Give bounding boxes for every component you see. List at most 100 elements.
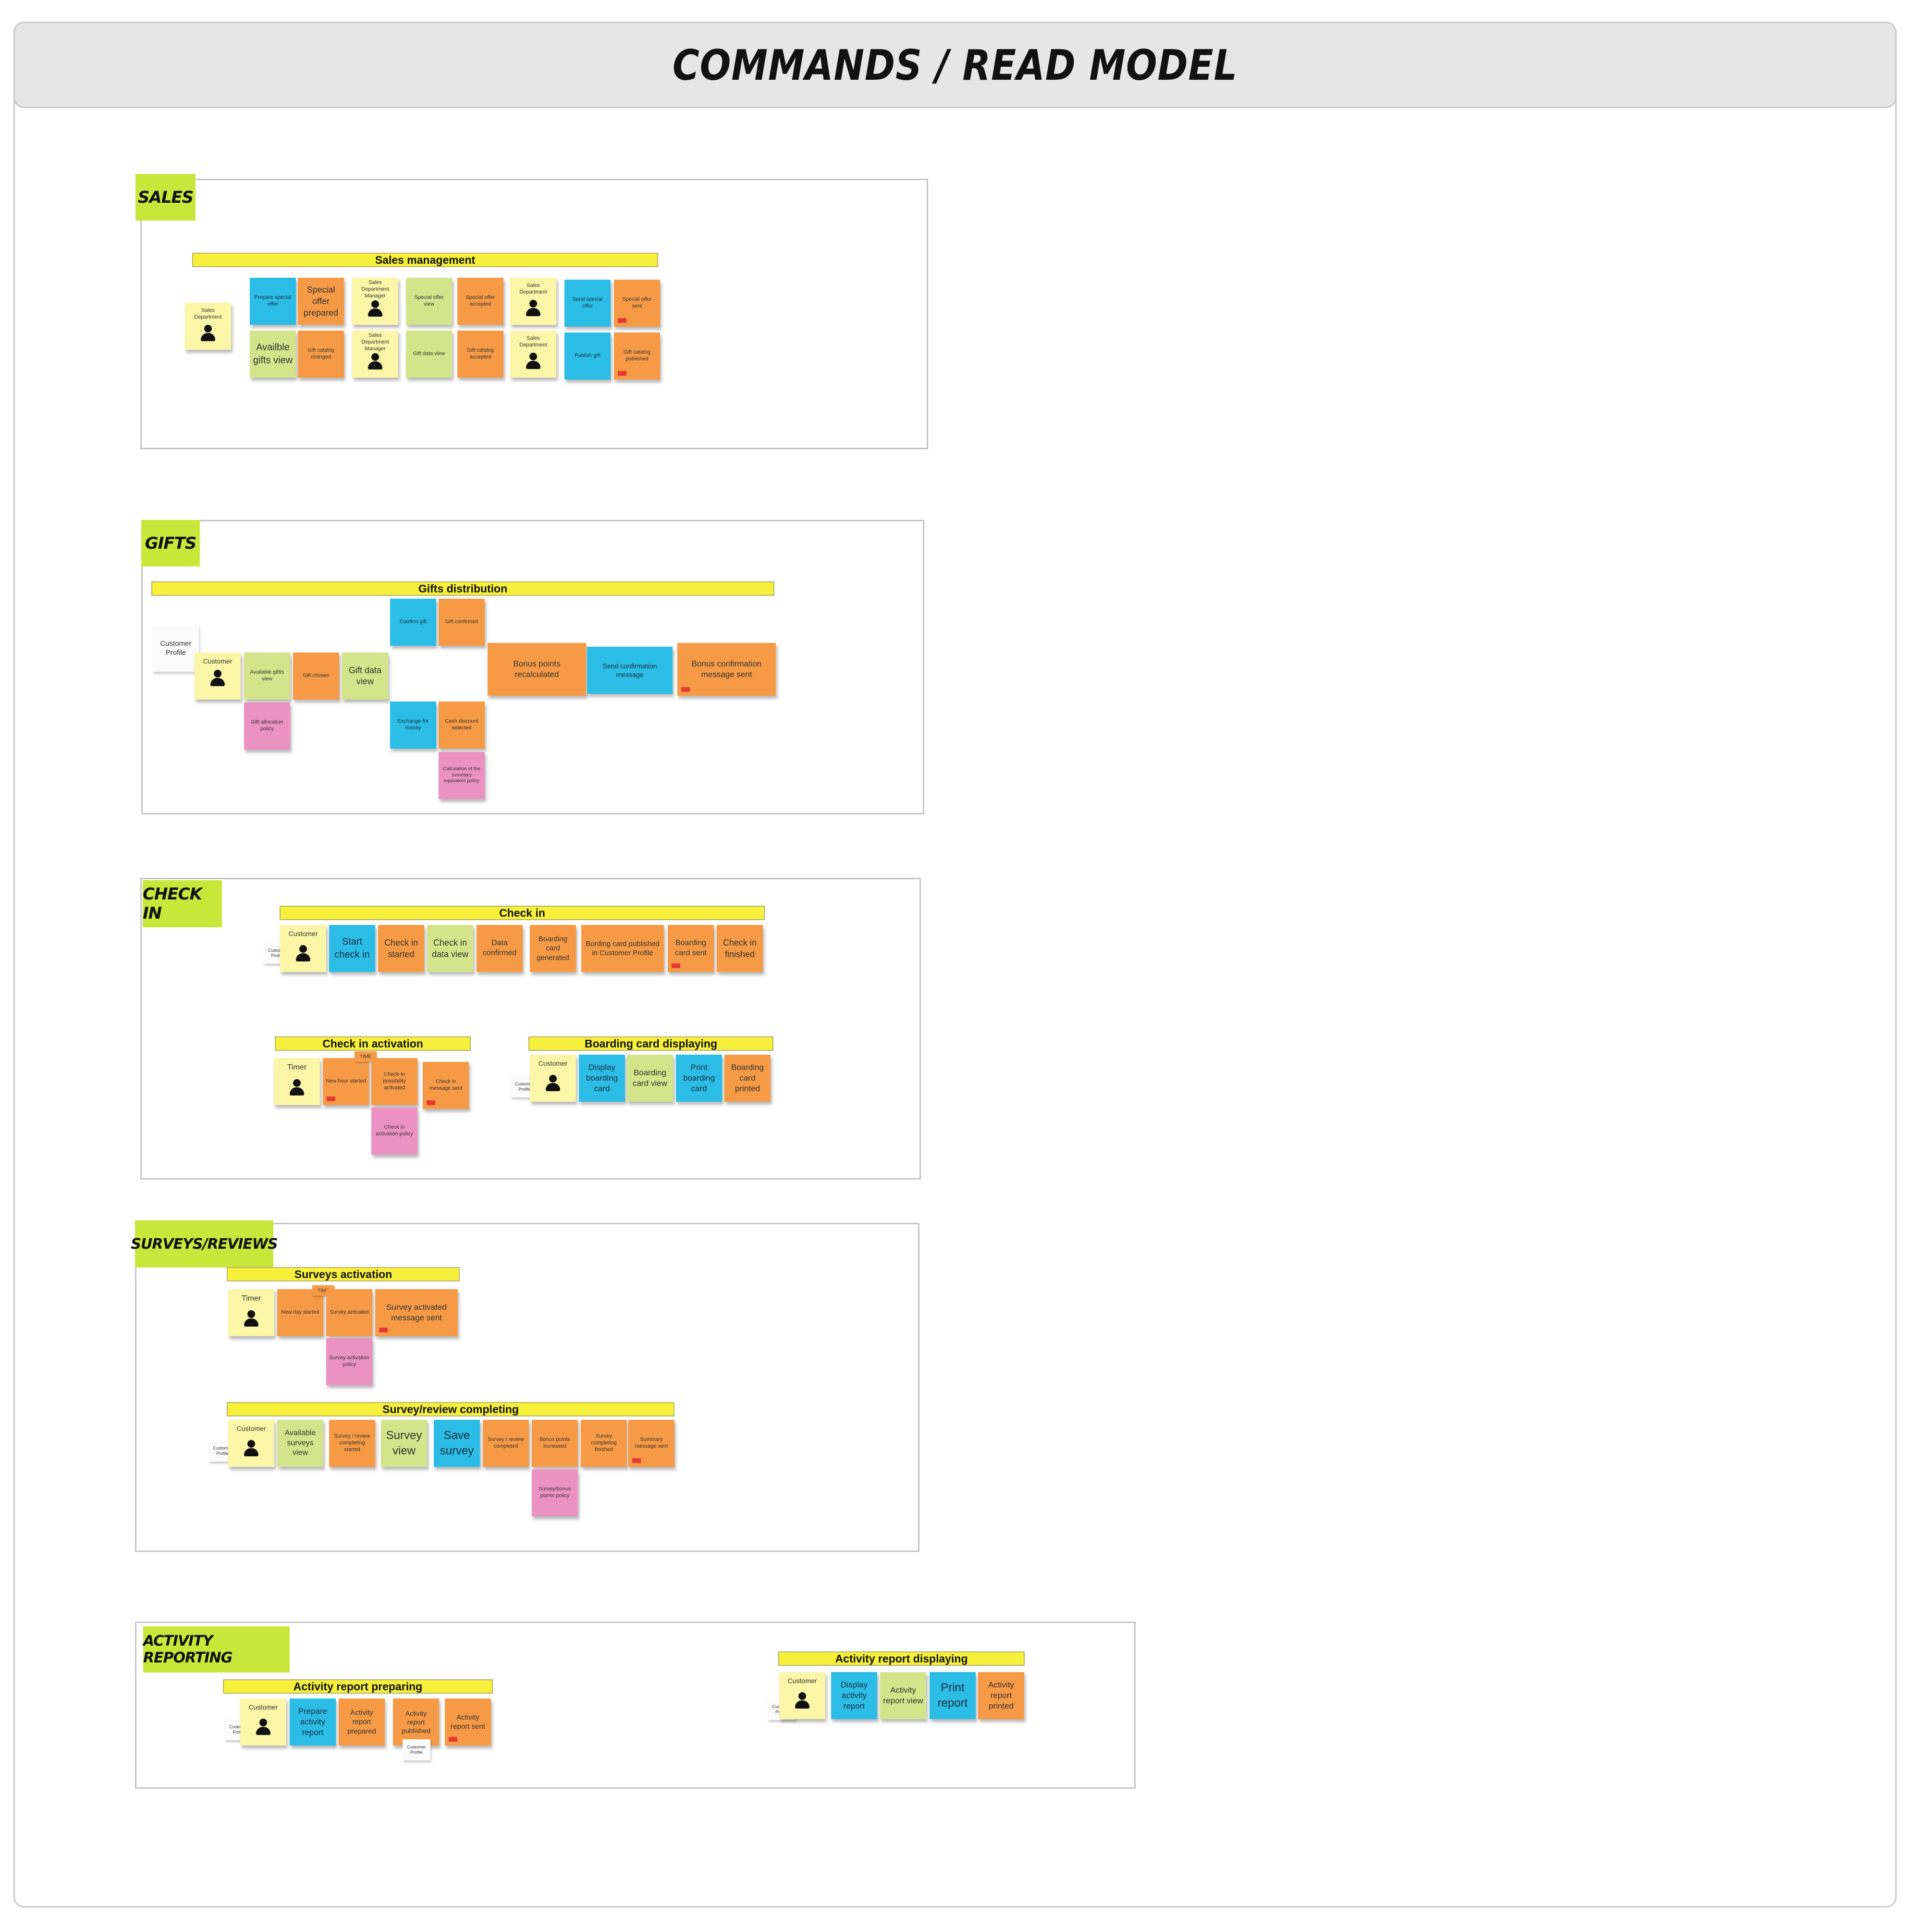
actor-sales-department-3[interactable]: Sales Department (510, 331, 556, 378)
actor-sales-department-2[interactable]: Sales Department (510, 278, 556, 325)
person-icon (546, 1074, 560, 1091)
command-prepare-special-offer[interactable]: Prepare special offer (250, 278, 296, 325)
policy-calculation-monetary-equivalent[interactable]: Calculation of the monetary equivalent p… (439, 752, 485, 799)
event-survey-activated-message-sent[interactable]: Survey activated message sent (375, 1289, 458, 1336)
red-flag-icon (632, 1458, 641, 1463)
event-new-day-started[interactable]: New day started (277, 1289, 323, 1336)
event-boarding-card-sent[interactable]: Boarding card sent (668, 925, 714, 972)
readmodel-gift-data-view[interactable]: Gift data view (342, 652, 388, 700)
event-new-hour-started[interactable]: New hour started (323, 1058, 369, 1105)
actor-customer[interactable]: Customer (530, 1055, 576, 1102)
event-activity-report-printed[interactable]: Activity report printed (978, 1672, 1024, 1719)
event-bonus-points-recalculated[interactable]: Bonus points recalculated (488, 643, 586, 696)
readmodel-survey-view[interactable]: Survey view (381, 1420, 427, 1467)
command-prepare-activity-report[interactable]: Prepare activity report (290, 1698, 336, 1746)
readmodel-special-offer-view[interactable]: Special offer view (406, 278, 452, 325)
lane-survey-review-completing[interactable]: Survey/review completing (227, 1402, 674, 1416)
event-bonus-points-increased[interactable]: Bonus points increased (532, 1420, 578, 1467)
actor-customer[interactable]: Customer (280, 925, 326, 972)
lane-gifts-distribution[interactable]: Gifts distribution (151, 581, 774, 596)
actor-sales-dept-manager-2[interactable]: Sales Department Manager (352, 331, 398, 378)
person-icon (256, 1718, 270, 1735)
lane-sales-management[interactable]: Sales management (192, 253, 658, 267)
event-bonus-confirmation-message-sent[interactable]: Bonus confirmation message sent (677, 643, 776, 696)
event-survey-activated[interactable]: Survey activated (326, 1289, 372, 1336)
readmodel-check-in-data-view[interactable]: Check in data view (427, 925, 473, 972)
red-flag-icon (618, 371, 626, 376)
time-tag: TIME (355, 1051, 377, 1062)
event-gift-confirmed[interactable]: Gift confirmed (439, 599, 485, 646)
policy-check-in-activation[interactable]: Check in activation policy (371, 1108, 417, 1155)
event-check-in-started[interactable]: Check in started (378, 925, 424, 972)
command-save-survey[interactable]: Save survey (434, 1420, 480, 1467)
event-boarding-card-printed[interactable]: Boarding card printed (724, 1055, 771, 1102)
lane-surveys-activation[interactable]: Surveys activation (227, 1267, 460, 1281)
actor-customer[interactable]: Customer (240, 1698, 286, 1746)
event-survey-completing-finished[interactable]: Survey completing finished (581, 1420, 627, 1467)
actor-customer[interactable]: Customer (779, 1672, 825, 1719)
event-cash-discount-selected[interactable]: Cash discount selected (439, 701, 485, 749)
readmodel-available-gifts-view[interactable]: Available giftts view (244, 652, 290, 700)
note-customer-profile[interactable]: Customer Profile (403, 1739, 430, 1760)
red-flag-icon (672, 963, 680, 968)
command-confirm-gift[interactable]: Confirm gift (390, 599, 436, 646)
command-publish-gift[interactable]: Publish gift (564, 332, 611, 380)
event-summary-message-sent[interactable]: Summary message sent (628, 1420, 674, 1467)
actor-customer[interactable]: Customer (228, 1420, 274, 1467)
actor-customer[interactable]: Customer (195, 652, 241, 700)
red-flag-icon (379, 1328, 388, 1332)
person-icon (296, 945, 310, 961)
event-special-offer-sent[interactable]: Special offer sent (614, 280, 660, 327)
readmodel-gift-data-view[interactable]: Gift data view (406, 331, 452, 378)
event-activity-report-prepared[interactable]: Activity report prepared (339, 1698, 385, 1746)
command-display-boarding-card[interactable]: Display boarding card (579, 1055, 625, 1102)
command-print-boarding-card[interactable]: Print boarding card (676, 1055, 722, 1102)
event-special-offer-prepared[interactable]: Special offer prepared (298, 278, 344, 325)
note-customer-profile[interactable]: Customer Profile (153, 625, 199, 672)
actor-timer[interactable]: Timer (274, 1058, 320, 1105)
lane-activity-report-preparing[interactable]: Activity report preparing (223, 1679, 493, 1694)
board-header: COMMANDS / READ MODEL (13, 22, 1897, 108)
event-gift-chosen[interactable]: Gift chosen (293, 652, 339, 700)
red-flag-icon (681, 687, 690, 692)
command-exchange-for-money[interactable]: Exchange for money (390, 701, 436, 749)
readmodel-available-surveys-view[interactable]: Available surveys view (277, 1420, 323, 1467)
command-display-activity-report[interactable]: Display activity report (831, 1672, 877, 1719)
event-special-offer-accepted[interactable]: Special offer accepted (457, 278, 503, 325)
person-icon (526, 352, 540, 369)
event-gift-catalog-accepted[interactable]: Gift catalog accepted (457, 331, 503, 378)
policy-gift-allocation[interactable]: Gift allocation policy (244, 702, 290, 750)
frame-surveys[interactable] (135, 1223, 919, 1552)
readmodel-boarding-card-view[interactable]: Boarding card view (627, 1055, 673, 1102)
event-survey-review-completing-started[interactable]: Survey / review completing started (329, 1420, 375, 1467)
lane-activity-report-displaying[interactable]: Activity report displaying (778, 1651, 1025, 1666)
event-check-in-possibility-activated[interactable]: Check-in possibility activated (371, 1058, 417, 1105)
policy-survey-bonus-points[interactable]: Survey/bonus points policy (532, 1469, 578, 1516)
event-gift-catalog-published[interactable]: Gift catalog published (614, 332, 660, 380)
event-check-in-message-sent[interactable]: Check in message sent (423, 1062, 469, 1109)
lane-check-in-activation[interactable]: Check in activation (275, 1036, 471, 1051)
command-send-confirmation-message[interactable]: Send confirmation message (587, 647, 673, 694)
event-activity-report-sent[interactable]: Activity report sent (445, 1698, 491, 1746)
event-boarding-card-generated[interactable]: Boarding card generated (530, 925, 576, 972)
lane-boarding-card-displaying[interactable]: Boarding card displaying (528, 1036, 773, 1051)
frame-tag-gifts: GIFTS (141, 520, 200, 566)
event-boarding-card-published[interactable]: Bording card published in Customer Profi… (581, 925, 664, 972)
policy-survey-activation[interactable]: Survey activation policy (326, 1338, 372, 1385)
event-check-in-finished[interactable]: Check in finished (717, 925, 763, 972)
frame-tag-sales: SALES (135, 174, 196, 221)
readmodel-activity-report-view[interactable]: Activity report view (880, 1672, 926, 1719)
event-activity-report-published[interactable]: Activity report published (393, 1698, 439, 1746)
event-survey-review-completed[interactable]: Survey / review completed (483, 1420, 529, 1467)
actor-timer[interactable]: Timer (228, 1289, 274, 1336)
actor-sales-dept-manager-1[interactable]: Sales Department Manager (352, 278, 398, 325)
command-send-special-offer[interactable]: Send special offer (564, 280, 611, 327)
frame-checkin[interactable] (140, 878, 921, 1180)
readmodel-available-gifts-view[interactable]: Availble gifts view (250, 331, 296, 378)
command-print-report[interactable]: Print report (930, 1672, 976, 1719)
event-data-confirmed[interactable]: Data confirmed (477, 925, 523, 972)
command-start-check-in[interactable]: Start check in (329, 925, 375, 972)
actor-sales-department[interactable]: Sales Department (185, 303, 231, 350)
event-gift-catalog-changed[interactable]: Gift catalog changed (298, 331, 344, 378)
lane-check-in[interactable]: Check in (280, 906, 765, 920)
